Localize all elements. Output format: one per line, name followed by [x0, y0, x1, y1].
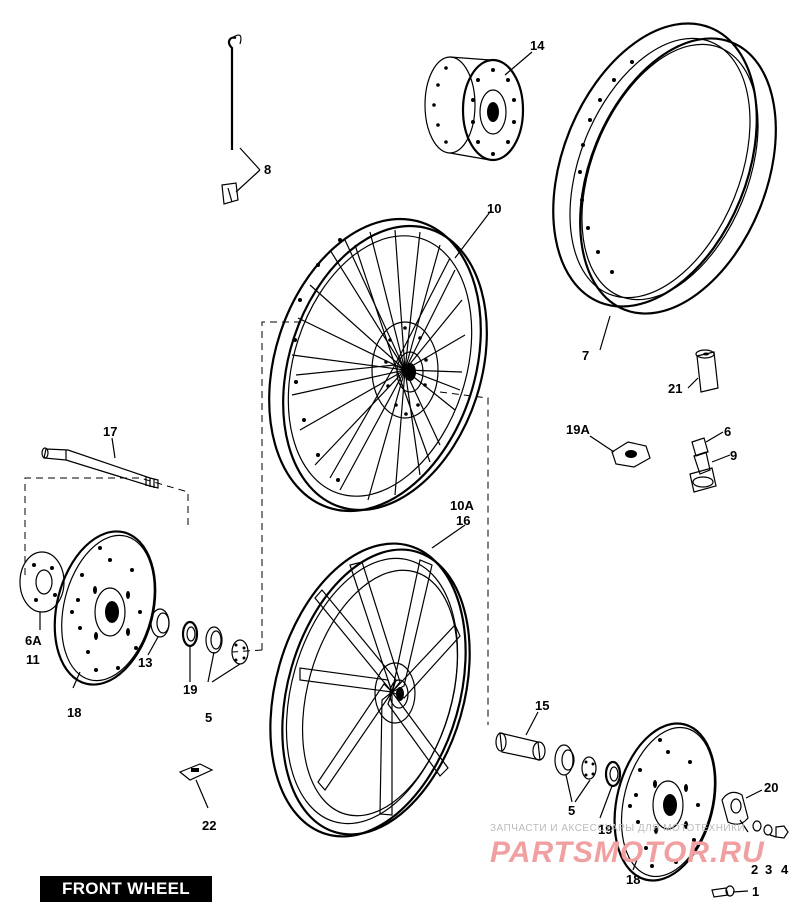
label-19a: 19A — [566, 422, 590, 437]
cast-wheel — [269, 542, 471, 838]
label-8: 8 — [264, 162, 271, 177]
spoked-wheel — [268, 217, 488, 513]
label-17: 17 — [103, 424, 117, 439]
left-bearing-stack — [150, 608, 249, 665]
label-4: 4 — [781, 862, 789, 877]
right-brake-rotor — [613, 722, 717, 882]
axle-spacer — [495, 732, 546, 761]
tire — [552, 22, 777, 315]
speedometer-drive — [721, 791, 749, 833]
axle-nut — [611, 441, 651, 468]
axle-dashed-outline — [24, 477, 189, 575]
speedo-hardware — [711, 820, 789, 898]
label-9: 9 — [730, 448, 737, 463]
label-14: 14 — [530, 38, 545, 53]
label-11: 11 — [26, 652, 40, 667]
label-6: 6 — [724, 424, 731, 439]
label-7: 7 — [582, 348, 589, 363]
label-10a: 10A — [450, 498, 474, 513]
label-19-right: 19 — [598, 822, 612, 837]
label-2: 2 — [751, 862, 758, 877]
part-labels: 8 14 10 7 21 19A 6 9 17 10A 16 6A 11 13 … — [25, 38, 789, 899]
label-3: 3 — [765, 862, 772, 877]
spacer-sleeve — [695, 349, 719, 393]
label-16: 16 — [456, 513, 470, 528]
label-10: 10 — [487, 201, 501, 216]
label-6a: 6A — [25, 633, 42, 648]
label-18-left: 18 — [67, 705, 81, 720]
label-1: 1 — [752, 884, 759, 899]
spoke-and-nipple — [221, 34, 242, 205]
hub-drum — [424, 56, 525, 162]
label-20: 20 — [764, 780, 778, 795]
label-15: 15 — [535, 698, 549, 713]
label-19-left: 19 — [183, 682, 197, 697]
leader-lines — [39, 51, 777, 893]
label-5-left: 5 — [205, 710, 212, 725]
watermark-tagline: ЗАПЧАСТИ И АКСЕССУАРЫ ДЛЯ МОТОТЕХНИКИ — [490, 823, 746, 834]
label-21: 21 — [668, 381, 682, 396]
label-18-right: 18 — [626, 872, 640, 887]
label-13: 13 — [138, 655, 152, 670]
watermark-logo: PARTSMOTOR.RU — [490, 836, 765, 869]
diagram-caption: FRONT WHEEL — [40, 876, 212, 902]
axle — [41, 447, 159, 489]
balance-weight — [178, 763, 214, 781]
label-5-right: 5 — [568, 803, 575, 818]
label-22: 22 — [202, 818, 216, 833]
right-bearing-stack — [554, 744, 622, 788]
assembly-dashed-outline — [231, 321, 489, 725]
valve-stem — [689, 437, 717, 493]
